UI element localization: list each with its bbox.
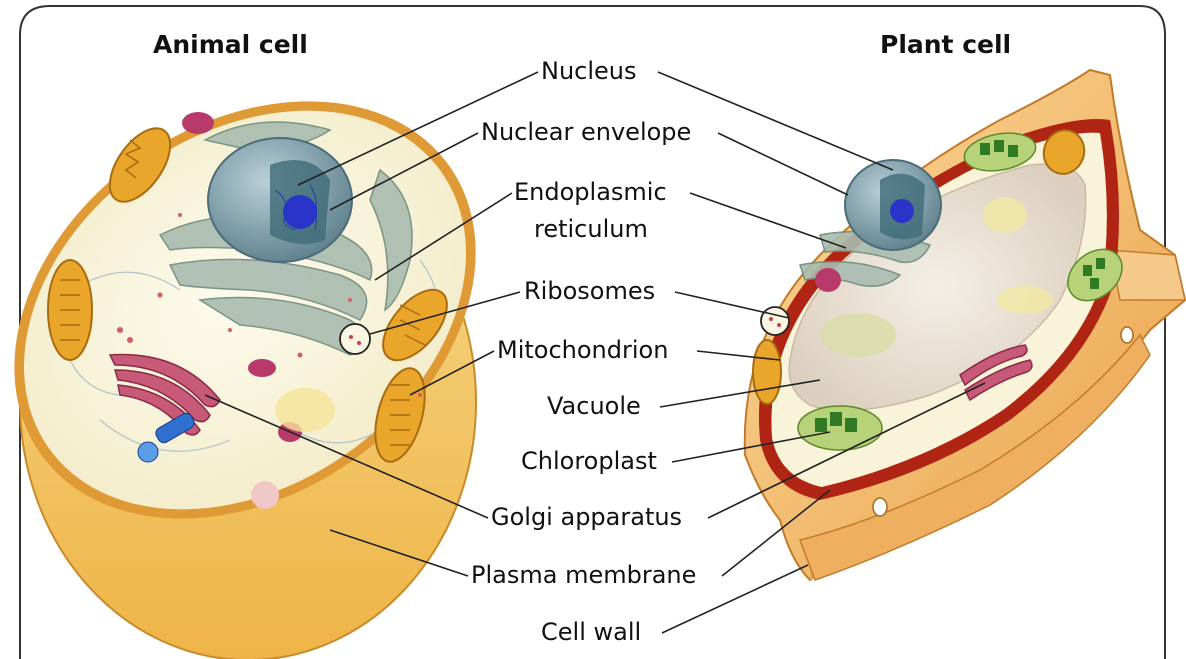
plant-cell [745,70,1185,580]
label-er-line2: reticulum [534,215,648,244]
animal-nucleus [208,138,352,262]
animal-nucleolus [283,195,317,229]
label-ribosomes: Ribosomes [524,277,655,306]
label-cell-wall: Cell wall [541,618,641,647]
label-plasma-membrane: Plasma membrane [471,561,696,590]
label-vacuole: Vacuole [547,392,641,421]
animal-ribosome-callout [340,324,370,354]
plant-ribosome-callout [761,307,789,335]
label-er-line1: Endoplasmic [514,178,667,207]
label-nuclear-envelope: Nuclear envelope [481,118,691,147]
plant-nucleus [845,160,941,250]
label-mitochondrion: Mitochondrion [497,336,668,365]
label-nucleus: Nucleus [541,57,637,86]
label-chloroplast: Chloroplast [521,447,657,476]
animal-cell-title: Animal cell [153,30,308,59]
label-golgi-apparatus: Golgi apparatus [491,503,682,532]
plant-nucleolus [890,199,914,223]
plant-cell-title: Plant cell [880,30,1011,59]
